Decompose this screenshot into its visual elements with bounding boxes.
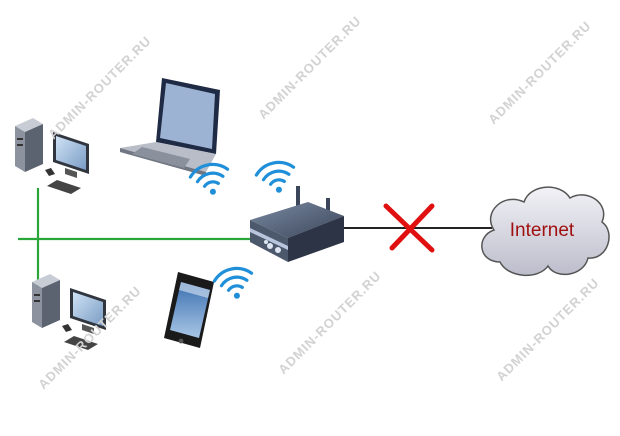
lan-wires <box>18 188 255 290</box>
laptop-icon <box>120 78 220 176</box>
router-icon <box>250 186 344 262</box>
cloud-icon <box>481 186 610 277</box>
broken-link-icon <box>383 203 435 253</box>
desktop-pc-icon <box>15 118 89 194</box>
desktop-pc-icon <box>32 274 106 350</box>
wifi-signal-icon <box>188 162 230 195</box>
smartphone-icon <box>164 272 214 348</box>
wifi-signal-icon <box>254 160 296 193</box>
wifi-signal-icon <box>212 266 254 299</box>
internet-label: Internet <box>509 220 575 241</box>
